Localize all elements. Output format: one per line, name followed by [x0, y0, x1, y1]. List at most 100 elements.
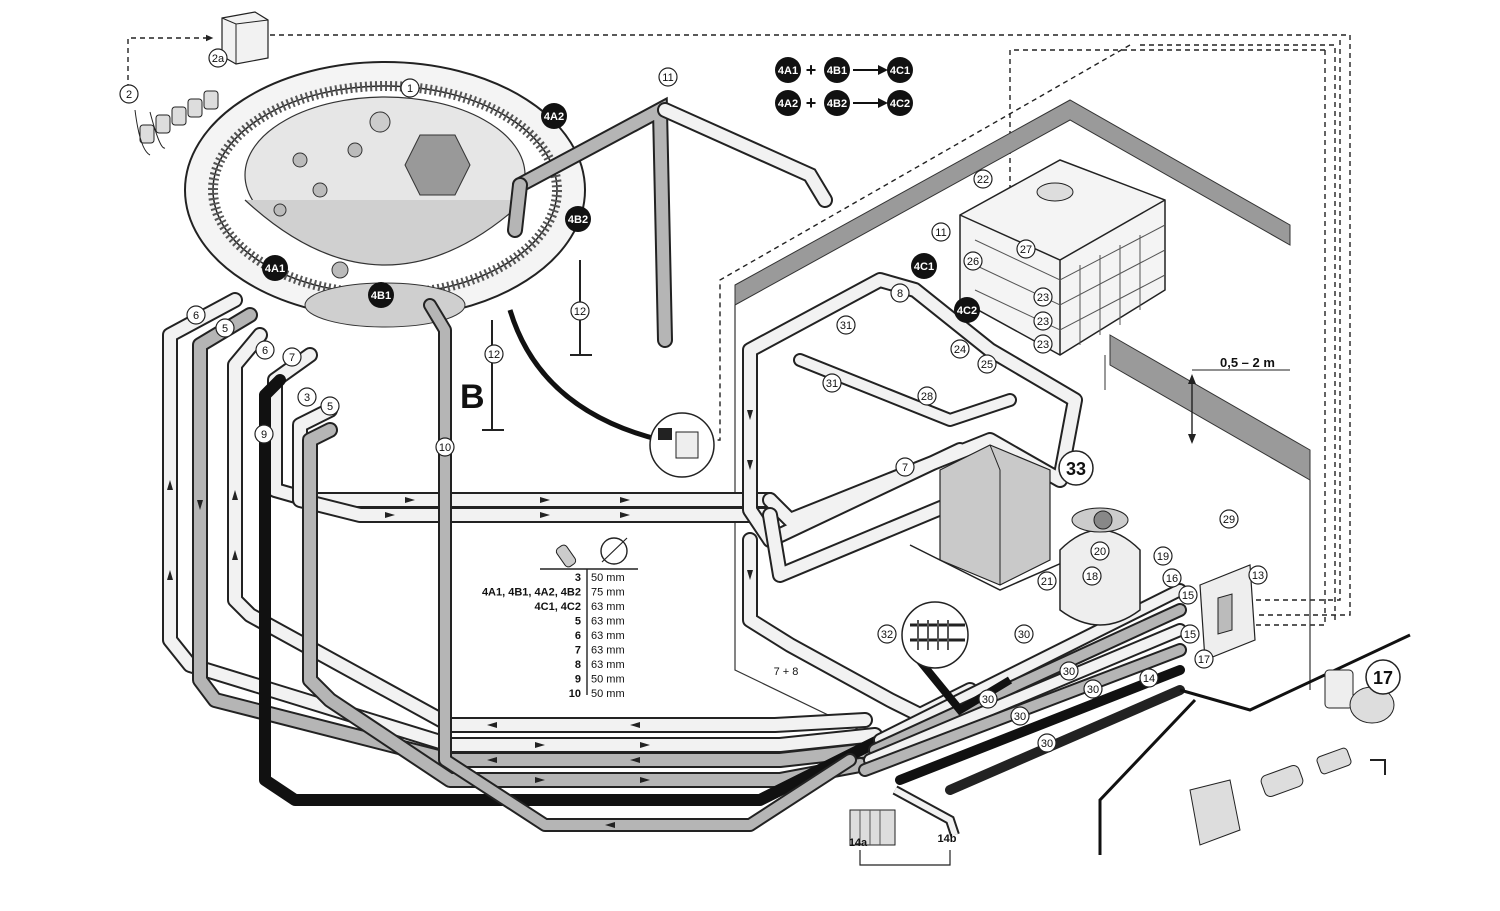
- callout-c7a: 7: [282, 347, 302, 367]
- svg-text:31: 31: [840, 320, 852, 332]
- svg-text:6: 6: [575, 630, 581, 642]
- svg-text:11: 11: [662, 72, 673, 84]
- flow-arrows: [167, 410, 753, 828]
- table-row: 10 50 mm: [569, 688, 625, 700]
- svg-text:30: 30: [982, 694, 994, 706]
- callout-c28: 28: [917, 386, 937, 406]
- callout-c6a: 6: [186, 305, 206, 325]
- callout-d4B2: 4B2: [565, 206, 591, 232]
- callout-c17a: 17: [1194, 649, 1214, 669]
- svg-text:21: 21: [1041, 576, 1053, 588]
- callout-17-large: 17: [1365, 659, 1401, 695]
- svg-text:30: 30: [1041, 738, 1053, 750]
- svg-text:14: 14: [1143, 673, 1155, 685]
- callout-c30b: 30: [1059, 661, 1079, 681]
- svg-text:3: 3: [575, 572, 581, 584]
- svg-text:63 mm: 63 mm: [591, 645, 625, 657]
- svg-text:1: 1: [407, 83, 413, 95]
- callout-c16: 16: [1162, 568, 1182, 588]
- svg-text:12: 12: [574, 306, 586, 318]
- connector-plugs: [134, 90, 219, 156]
- svg-text:6: 6: [262, 345, 268, 357]
- svg-text:22: 22: [977, 174, 989, 186]
- svg-text:4B2: 4B2: [568, 214, 588, 226]
- callout-c10: 10: [435, 437, 455, 457]
- table-row: 6 63 mm: [575, 630, 625, 642]
- svg-text:75 mm: 75 mm: [591, 587, 625, 599]
- callout-c30e: 30: [1010, 706, 1030, 726]
- svg-text:17: 17: [1198, 654, 1210, 666]
- svg-text:23: 23: [1037, 316, 1049, 328]
- height-dimension: 0,5 – 2 m: [1188, 355, 1290, 444]
- callout-c18: 18: [1082, 566, 1102, 586]
- svg-text:30: 30: [1018, 629, 1030, 641]
- callout-c2a: 2a: [208, 48, 228, 68]
- svg-text:10: 10: [569, 688, 581, 700]
- svg-text:23: 23: [1037, 292, 1049, 304]
- callout-c6b: 6: [255, 340, 275, 360]
- control-box: [221, 11, 269, 65]
- svg-text:25: 25: [981, 359, 993, 371]
- callout-c26: 26: [963, 251, 983, 271]
- callout-d4A1: 4A1: [262, 255, 288, 281]
- svg-text:4C1: 4C1: [890, 65, 910, 77]
- callout-c7plus8: 7 + 8: [774, 666, 799, 678]
- callout-c7b: 7: [895, 457, 915, 477]
- svg-text:18: 18: [1086, 571, 1098, 583]
- callout-c21: 21: [1037, 571, 1057, 591]
- callout-c27: 27: [1016, 239, 1036, 259]
- callout-c30f: 30: [1037, 733, 1057, 753]
- svg-text:32: 32: [881, 629, 893, 641]
- pipe-11: [507, 96, 833, 348]
- callout-c22: 22: [973, 169, 993, 189]
- svg-text:30: 30: [1014, 711, 1026, 723]
- svg-text:8: 8: [897, 288, 903, 300]
- svg-text:9: 9: [261, 429, 267, 441]
- callout-c2: 2: [119, 84, 139, 104]
- svg-text:4B1: 4B1: [371, 290, 391, 302]
- svg-text:63 mm: 63 mm: [591, 630, 625, 642]
- callout-d4C2: 4C2: [954, 297, 980, 323]
- dark-callouts: 4A1 4A2 4B1 4B2 4C1 4C2: [262, 103, 980, 323]
- callout-c24: 24: [950, 339, 970, 359]
- callout-c23c: 23: [1033, 334, 1053, 354]
- svg-text:7: 7: [902, 462, 908, 474]
- svg-text:24: 24: [954, 344, 966, 356]
- label-b: B: [460, 378, 485, 416]
- callout-c9: 9: [254, 424, 274, 444]
- svg-text:6: 6: [193, 310, 199, 322]
- sand-filter: [1059, 507, 1141, 626]
- callout-c11b: 11: [931, 222, 951, 242]
- svg-text:4C2: 4C2: [890, 98, 910, 110]
- svg-text:50 mm: 50 mm: [591, 688, 625, 700]
- callout-c12a: 12: [570, 301, 590, 321]
- svg-text:15: 15: [1184, 629, 1196, 641]
- svg-text:13: 13: [1252, 570, 1264, 582]
- callout-d4B1: 4B1: [368, 282, 394, 308]
- formula: 4A1 + 4B1 4C1 4A2 + 4B2 4C2: [775, 57, 913, 116]
- svg-text:11: 11: [935, 227, 946, 239]
- svg-text:50 mm: 50 mm: [591, 674, 625, 686]
- white-callouts: 122a355667789101111121213141515161718192…: [119, 48, 1268, 753]
- callout-c23b: 23: [1033, 311, 1053, 331]
- svg-text:+: +: [806, 93, 817, 113]
- heat-exchanger: [849, 785, 960, 866]
- svg-text:30: 30: [1087, 684, 1099, 696]
- callout-c11a: 11: [658, 67, 678, 87]
- callout-c30c: 30: [1083, 679, 1103, 699]
- callout-c15b: 15: [1180, 624, 1200, 644]
- svg-text:5: 5: [575, 616, 581, 628]
- svg-text:4C2: 4C2: [957, 305, 977, 317]
- svg-text:4A2: 4A2: [778, 98, 798, 110]
- callout-c30d: 30: [978, 689, 998, 709]
- svg-text:2a: 2a: [212, 53, 225, 65]
- heat-pump: [909, 444, 1081, 591]
- svg-text:17: 17: [1373, 668, 1393, 688]
- svg-text:4C1: 4C1: [914, 261, 934, 273]
- svg-text:4A2: 4A2: [544, 111, 564, 123]
- callout-c31a: 31: [836, 315, 856, 335]
